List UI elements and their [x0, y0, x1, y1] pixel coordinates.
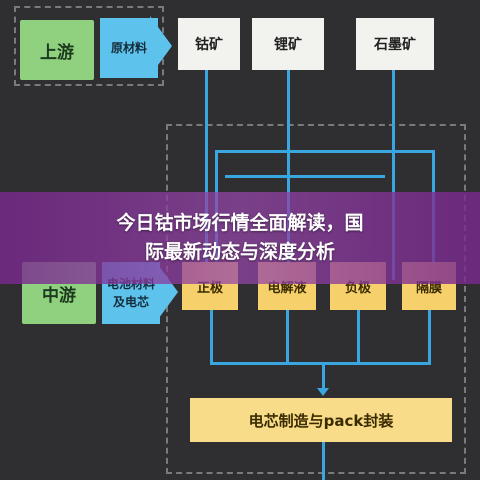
connector-material-4: [428, 310, 431, 365]
headline-line-1: 今日钴市场行情全面解读，国: [116, 211, 364, 234]
connector-material-2: [286, 310, 289, 365]
headline-text: 今日钴市场行情全面解读，国 际最新动态与深度分析: [116, 209, 363, 268]
connector-to-bottom: [322, 362, 325, 392]
stage-upstream: 上游: [20, 20, 94, 80]
arrow-right-icon: [150, 16, 172, 76]
connector-merge: [210, 362, 431, 365]
connector-horizontal-lower: [225, 175, 385, 178]
connector-material-1: [210, 310, 213, 365]
connector-horizontal-upper: [215, 150, 435, 153]
mineral-graphite: 石墨矿: [356, 18, 434, 70]
connector-material-3: [357, 310, 360, 365]
arrow-down-icon: [317, 388, 329, 396]
connector-bottom-exit: [322, 442, 325, 480]
connector-graphite-down: [392, 70, 395, 280]
cell-manufacturing-box: 电芯制造与pack封装: [190, 398, 452, 442]
headline-line-2: 际最新动态与深度分析: [144, 241, 335, 263]
category-line-2: 及电芯: [112, 295, 149, 309]
mineral-lithium: 锂矿: [252, 18, 324, 70]
headline-banner: 今日钴市场行情全面解读，国 际最新动态与深度分析: [0, 192, 480, 284]
mineral-cobalt: 钴矿: [178, 18, 240, 70]
connector-cobalt-down: [205, 70, 208, 280]
category-raw-materials: 原材料: [100, 18, 158, 78]
